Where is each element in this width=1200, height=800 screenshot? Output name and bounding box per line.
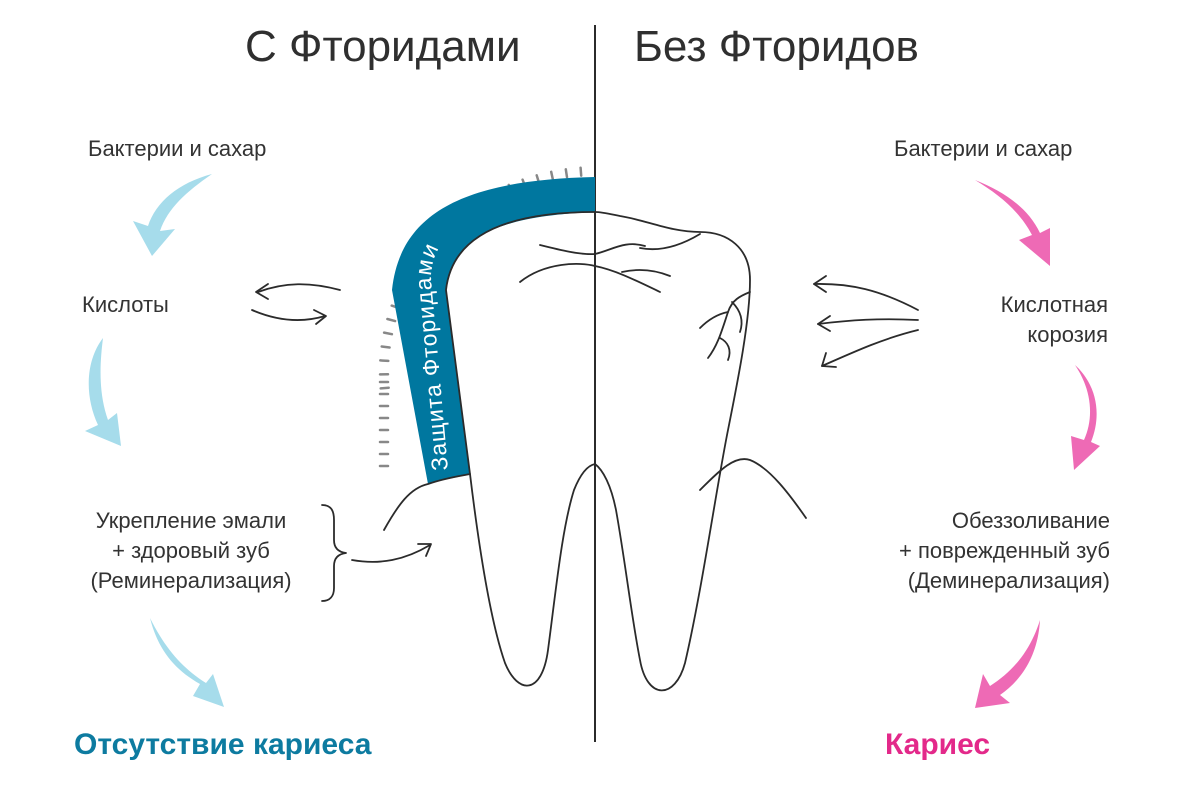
left-remineralization-text: Укрепление эмали + здоровый зуб (Реминер… xyxy=(68,506,314,596)
right-step3-line1: Обеззоливание xyxy=(951,508,1110,533)
left-arrow-1 xyxy=(133,174,212,256)
right-arrow-3 xyxy=(975,620,1040,708)
protection-tick xyxy=(386,317,397,323)
title-with-fluoride: С Фторидами xyxy=(245,22,521,71)
right-outcome: Кариес xyxy=(885,728,991,761)
right-step3-line3: (Деминерализация) xyxy=(907,568,1110,593)
left-acids-label: Кислоты xyxy=(82,292,169,317)
right-step2-line1: Кислотная xyxy=(1000,292,1108,317)
left-arrow-2 xyxy=(85,338,121,446)
left-step3-line3: (Реминерализация) xyxy=(90,568,292,593)
protection-tick xyxy=(380,345,391,349)
title-without-fluoride: Без Фторидов xyxy=(634,22,919,71)
protection-tick xyxy=(579,166,583,177)
protection-tick xyxy=(564,168,569,179)
left-outcome: Отсутствие кариеса xyxy=(74,728,372,761)
right-step2-line2: корозия xyxy=(1027,322,1108,347)
right-acid-corrosion-text: Кислотная корозия xyxy=(918,290,1108,350)
right-bacteria-label: Бактерии и сахар xyxy=(894,136,1073,161)
left-bacteria-label: Бактерии и сахар xyxy=(88,136,267,161)
protection-tick xyxy=(382,331,394,336)
acid-exchange-arrows xyxy=(251,283,341,325)
remineralization-bracket xyxy=(321,504,432,602)
tooth-illustration xyxy=(383,211,807,692)
left-arrow-3 xyxy=(150,618,224,707)
right-demineralization-text: Обеззоливание + поврежденный зуб (Демине… xyxy=(838,506,1110,596)
right-step3-line2: + поврежденный зуб xyxy=(898,538,1110,563)
right-flow-arrows xyxy=(975,180,1100,708)
protection-tick xyxy=(549,170,555,181)
left-step3-line2: + здоровый зуб xyxy=(112,538,270,563)
protection-tick xyxy=(379,386,390,390)
left-step3-line1: Укрепление эмали xyxy=(95,508,287,533)
acid-attack-arrows xyxy=(813,275,919,368)
left-flow-arrows xyxy=(85,174,224,707)
fluoride-protection-band xyxy=(392,177,595,484)
right-arrow-1 xyxy=(975,180,1050,266)
right-arrow-2 xyxy=(1071,365,1100,470)
protection-tick xyxy=(379,359,390,363)
